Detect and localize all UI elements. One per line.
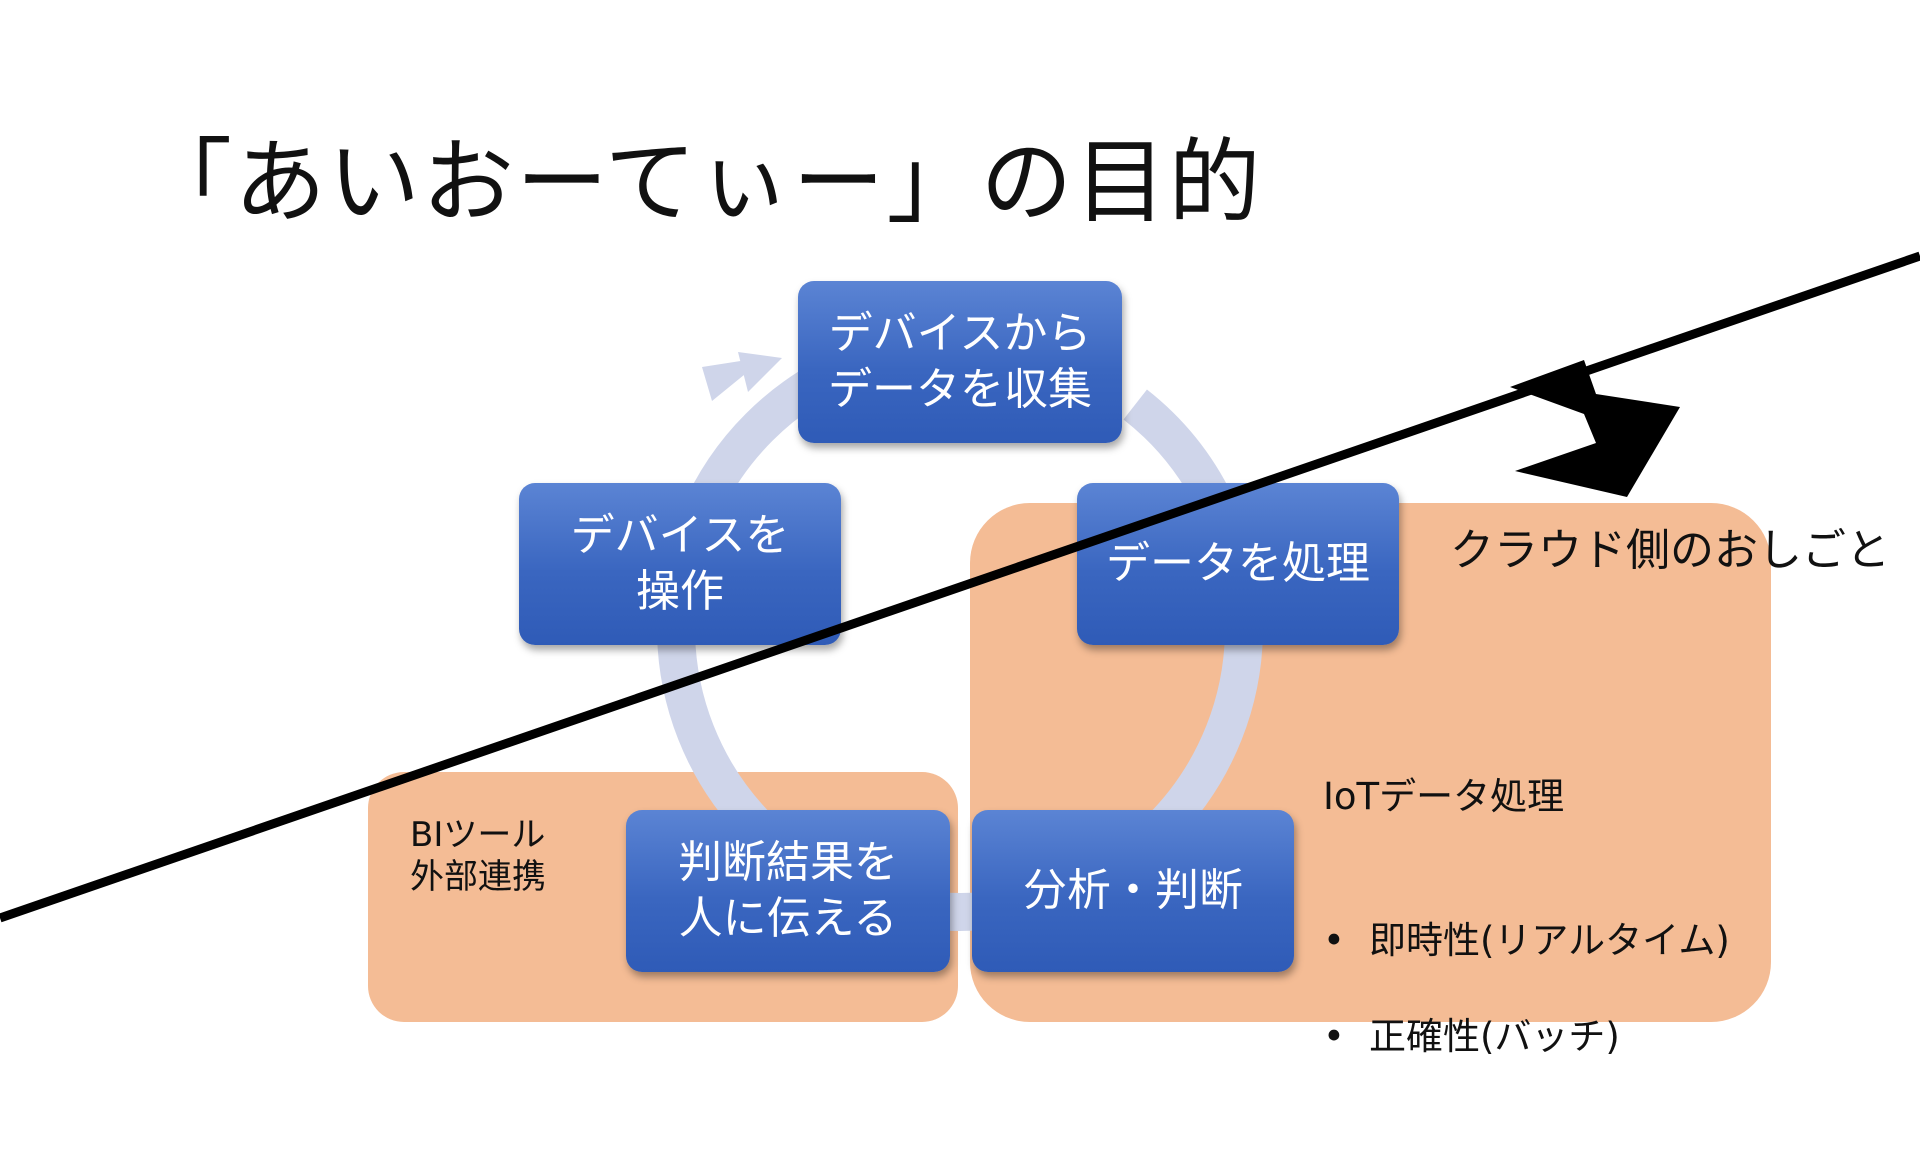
step-process-data: データを処理 — [1077, 483, 1399, 645]
step-analyze: 分析・判断 — [972, 810, 1294, 972]
step-collect-data: デバイスから データを収集 — [798, 281, 1122, 443]
iot-processing-block: IoTデータ処理 即時性(リアルタイム) 正確性(バッチ) — [1323, 725, 1730, 1157]
cloud-region-label: クラウド側のおしごと — [1450, 525, 1890, 576]
list-item: 正確性(バッチ) — [1323, 1013, 1730, 1061]
down-arrow-icon — [1510, 360, 1680, 497]
step-operate-device: デバイスを 操作 — [519, 483, 841, 645]
step-operate-device-label: デバイスを 操作 — [570, 510, 790, 617]
iot-processing-heading: IoTデータ処理 — [1323, 775, 1565, 818]
divider-layer — [0, 251, 1920, 923]
step-notify-people-label: 判断結果を 人に伝える — [678, 837, 898, 944]
list-item: 即時性(リアルタイム) — [1323, 917, 1730, 965]
step-notify-people: 判断結果を 人に伝える — [626, 810, 950, 972]
step-process-data-label: データを処理 — [1106, 538, 1370, 589]
diagonal-divider-line — [0, 251, 1920, 923]
page-title: 「あいおーてぃー」の目的 — [140, 129, 1263, 236]
step-analyze-label: 分析・判断 — [1023, 865, 1243, 916]
step-collect-data-label: デバイスから データを収集 — [828, 308, 1092, 415]
iot-processing-list: 即時性(リアルタイム) 正確性(バッチ) — [1323, 869, 1730, 1109]
bi-region-label: BIツール 外部連携 — [410, 815, 546, 897]
